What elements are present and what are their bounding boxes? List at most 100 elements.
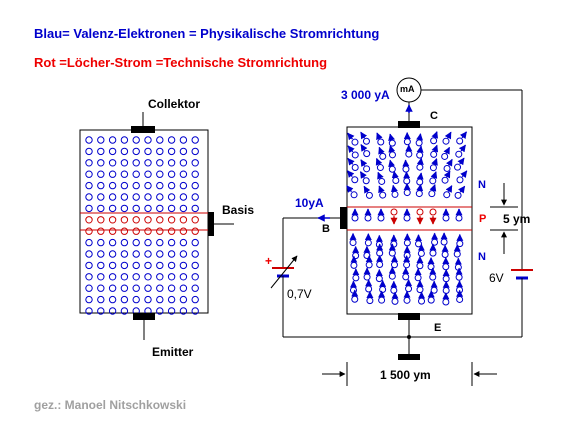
- layer-n-top-label: N: [478, 179, 486, 191]
- electron-circle: [97, 193, 105, 201]
- electron-circle: [97, 295, 105, 304]
- electron-circle: [144, 273, 152, 281]
- electron-arrow: [429, 243, 437, 257]
- electron-circle: [191, 147, 199, 156]
- electron-circle: [191, 250, 199, 258]
- electron-arrow: [347, 132, 359, 146]
- electron-circle: [144, 238, 152, 247]
- electron-circle: [132, 250, 140, 258]
- electron-circle: [179, 273, 188, 281]
- electron-arrow: [415, 183, 424, 198]
- electron-arrow: [388, 266, 396, 280]
- electron-circle: [191, 295, 199, 304]
- electron-circle: [85, 193, 93, 201]
- electron-circle: [120, 307, 129, 315]
- electron-circle: [132, 193, 140, 201]
- electron-circle: [108, 238, 117, 247]
- electron-circle: [120, 193, 129, 201]
- electron-circle: [191, 284, 199, 292]
- electron-arrow: [455, 208, 463, 222]
- electron-circle: [144, 204, 152, 213]
- electron-circle: [167, 147, 176, 156]
- hole-arrow: [429, 208, 437, 225]
- left-lattice: [85, 136, 199, 315]
- hole-circle: [179, 216, 188, 224]
- electron-circle: [120, 181, 129, 190]
- electron-circle: [144, 295, 152, 304]
- electron-circle: [144, 284, 152, 292]
- terminal-c-label: C: [430, 110, 438, 122]
- electron-circle: [120, 250, 129, 258]
- electron-arrow: [377, 208, 385, 222]
- base-width-label: 5 ym: [503, 212, 531, 226]
- electron-circle: [179, 284, 188, 292]
- electron-arrow: [430, 131, 439, 145]
- electron-circle: [156, 170, 164, 178]
- electron-circle: [191, 181, 199, 190]
- electron-arrow: [377, 171, 386, 185]
- electron-circle: [108, 193, 117, 201]
- electron-circle: [108, 170, 117, 178]
- electron-circle: [179, 261, 188, 270]
- electron-circle: [167, 159, 176, 167]
- left-transistor: [79, 112, 234, 340]
- right-base-contact: [340, 207, 347, 229]
- electron-circle: [132, 238, 140, 247]
- electron-circle: [97, 147, 105, 156]
- electron-circle: [120, 147, 129, 156]
- electron-arrow: [455, 144, 466, 158]
- electron-arrow: [403, 208, 411, 222]
- electron-circle: [132, 295, 140, 304]
- electron-circle: [85, 147, 93, 156]
- electron-circle: [156, 147, 164, 156]
- electron-circle: [108, 136, 117, 144]
- hole-arrow: [416, 208, 424, 225]
- device-width-label: 1 500 ym: [380, 368, 431, 382]
- electron-circle: [144, 170, 152, 178]
- electron-circle: [191, 193, 199, 201]
- electron-circle: [167, 295, 176, 304]
- electron-circle: [179, 136, 188, 144]
- electron-circle: [120, 238, 129, 247]
- electron-circle: [167, 204, 176, 213]
- electron-arrow: [456, 131, 468, 145]
- left-emitter-contact: [133, 313, 155, 320]
- hole-circle: [144, 216, 152, 224]
- polarity-plus-label: +: [265, 254, 273, 268]
- electron-arrow: [403, 290, 411, 304]
- legend-electrons: Blau= Valenz-Elektronen = Physikalische …: [34, 26, 380, 41]
- electron-circle: [120, 284, 129, 292]
- electron-arrow: [390, 184, 399, 198]
- electron-circle: [132, 204, 140, 213]
- electron-circle: [85, 250, 93, 258]
- electron-circle: [132, 136, 140, 144]
- base-voltage-label: 0,7V: [287, 287, 312, 301]
- hole-circle: [108, 216, 117, 224]
- electron-circle: [97, 307, 105, 315]
- electron-arrow: [376, 254, 384, 269]
- electron-circle: [156, 193, 164, 201]
- electron-arrow: [403, 182, 411, 197]
- hole-circle: [97, 216, 105, 224]
- electron-circle: [167, 250, 176, 258]
- electron-circle: [156, 250, 164, 258]
- electron-circle: [191, 159, 199, 167]
- electron-arrow: [442, 131, 452, 145]
- electron-circle: [179, 159, 188, 167]
- electron-circle: [167, 284, 176, 292]
- right-carrier-flow: [346, 131, 468, 306]
- electron-arrow: [453, 244, 461, 258]
- electron-circle: [120, 261, 129, 270]
- right-emitter-contact: [398, 313, 420, 320]
- electron-arrow: [378, 146, 387, 160]
- electron-circle: [156, 159, 164, 167]
- electron-arrow: [359, 171, 370, 185]
- electron-arrow: [454, 157, 465, 171]
- electron-arrow: [443, 185, 453, 199]
- meter-label: mA: [400, 84, 415, 94]
- author-credit: gez.: Manoel Nitschkowski: [34, 398, 187, 412]
- electron-circle: [85, 284, 93, 292]
- electron-arrow: [428, 184, 437, 198]
- electron-circle: [179, 147, 188, 156]
